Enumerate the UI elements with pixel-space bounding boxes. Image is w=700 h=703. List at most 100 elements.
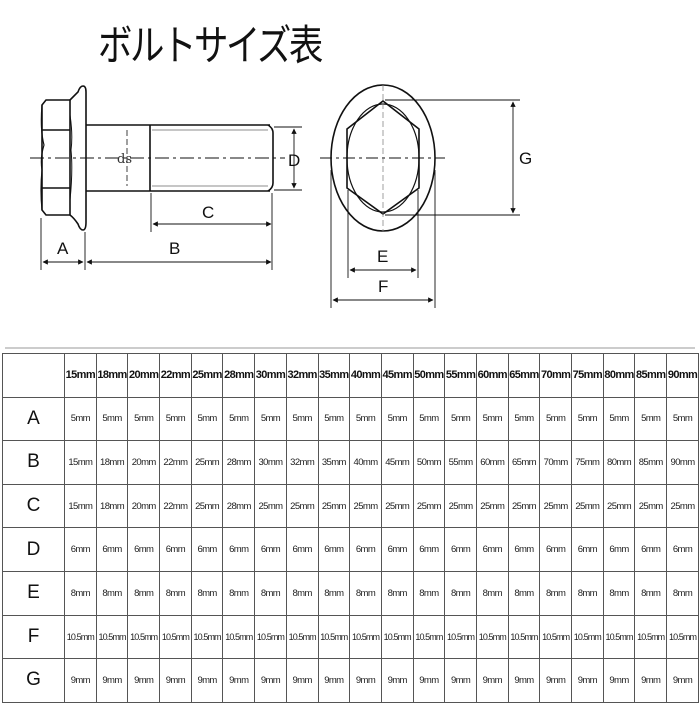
column-header: 22mm	[159, 353, 192, 398]
table-cell: 6mm	[602, 527, 636, 572]
table-cell: 25mm	[475, 483, 509, 529]
row-label: C	[2, 483, 65, 529]
table-cell: 10.5mm	[539, 614, 572, 660]
table-cell: 5mm	[412, 396, 446, 442]
table-cell: 8mm	[254, 570, 287, 616]
table-cell: 18mm	[95, 483, 129, 529]
table-cell: 5mm	[159, 396, 192, 442]
table-cell: 6mm	[95, 527, 129, 572]
table-cell: 10.5mm	[380, 614, 414, 660]
table-cell: 28mm	[222, 440, 256, 485]
table-cell: 10.5mm	[412, 614, 446, 660]
table-cell: 9mm	[380, 658, 414, 703]
row-label: E	[2, 570, 65, 616]
table-cell: 5mm	[444, 396, 477, 442]
table-cell: 6mm	[317, 527, 351, 572]
row-label: F	[2, 614, 65, 660]
table-cell: 8mm	[317, 570, 351, 616]
table-cell: 8mm	[349, 570, 382, 616]
table-cell: 5mm	[380, 396, 414, 442]
table-cell: 25mm	[317, 483, 351, 529]
table-cell: 6mm	[127, 527, 161, 572]
row-label: G	[2, 658, 65, 703]
table-cell: 9mm	[507, 658, 541, 703]
table-cell: 8mm	[634, 570, 668, 616]
table-cell: 8mm	[539, 570, 572, 616]
table-cell: 9mm	[349, 658, 382, 703]
table-cell: 9mm	[222, 658, 256, 703]
bolt-side-view	[40, 85, 274, 231]
label-ds: ds	[117, 152, 132, 167]
table-cell: 10.5mm	[349, 614, 382, 660]
table-cell: 10.5mm	[634, 614, 668, 660]
label-b: B	[169, 239, 180, 258]
table-cell: 50mm	[412, 440, 446, 485]
table-cell: 15mm	[64, 483, 97, 529]
column-header: 60mm	[475, 353, 509, 398]
table-cell: 25mm	[254, 483, 287, 529]
column-header: 75mm	[571, 353, 604, 398]
label-f: F	[378, 277, 388, 296]
table-cell: 9mm	[412, 658, 446, 703]
label-c: C	[202, 203, 214, 222]
table-cell: 25mm	[412, 483, 446, 529]
table-cell: 90mm	[666, 440, 699, 485]
table-cell: 55mm	[444, 440, 477, 485]
column-header: 65mm	[507, 353, 541, 398]
column-header: 45mm	[380, 353, 414, 398]
table-cell: 5mm	[539, 396, 572, 442]
table-cell: 9mm	[475, 658, 509, 703]
table-cell: 6mm	[444, 527, 477, 572]
divider	[5, 347, 695, 349]
table-cell: 10.5mm	[254, 614, 287, 660]
table-cell: 10.5mm	[64, 614, 97, 660]
page-title: ボルトサイズ表	[98, 21, 323, 70]
table-cell: 22mm	[159, 440, 192, 485]
table-cell: 8mm	[507, 570, 541, 616]
row-label: B	[2, 440, 65, 485]
table-cell: 10.5mm	[507, 614, 541, 660]
table-cell: 10.5mm	[190, 614, 224, 660]
bolt-diagram: ds D C A B G E	[30, 84, 532, 308]
table-cell: 6mm	[64, 527, 97, 572]
table-cell: 8mm	[64, 570, 97, 616]
table-cell: 8mm	[222, 570, 256, 616]
table-cell: 6mm	[349, 527, 382, 572]
column-header: 70mm	[539, 353, 572, 398]
table-cell: 5mm	[64, 396, 97, 442]
table-cell: 6mm	[507, 527, 541, 572]
table-cell: 9mm	[159, 658, 192, 703]
table-cell: 6mm	[475, 527, 509, 572]
table-cell: 20mm	[127, 440, 161, 485]
table-cell: 10.5mm	[317, 614, 351, 660]
table-cell: 8mm	[602, 570, 636, 616]
table-cell: 25mm	[380, 483, 414, 529]
table-cell: 18mm	[95, 440, 129, 485]
table-cell: 32mm	[285, 440, 319, 485]
table-cell: 25mm	[602, 483, 636, 529]
table-cell: 8mm	[380, 570, 414, 616]
table-cell: 8mm	[95, 570, 129, 616]
table-cell: 25mm	[539, 483, 572, 529]
table-cell: 60mm	[475, 440, 509, 485]
table-cell: 8mm	[127, 570, 161, 616]
table-cell: 85mm	[634, 440, 668, 485]
row-label: A	[2, 396, 65, 442]
table-cell: 9mm	[95, 658, 129, 703]
table-cell: 5mm	[634, 396, 668, 442]
table-cell: 80mm	[602, 440, 636, 485]
table-cell: 22mm	[159, 483, 192, 529]
table-cell: 8mm	[666, 570, 699, 616]
table-cell: 5mm	[254, 396, 287, 442]
column-header: 30mm	[254, 353, 287, 398]
table-cell: 9mm	[666, 658, 699, 703]
table-cell: 25mm	[190, 483, 224, 529]
table-cell: 70mm	[539, 440, 572, 485]
column-header: 28mm	[222, 353, 256, 398]
table-cell: 5mm	[475, 396, 509, 442]
